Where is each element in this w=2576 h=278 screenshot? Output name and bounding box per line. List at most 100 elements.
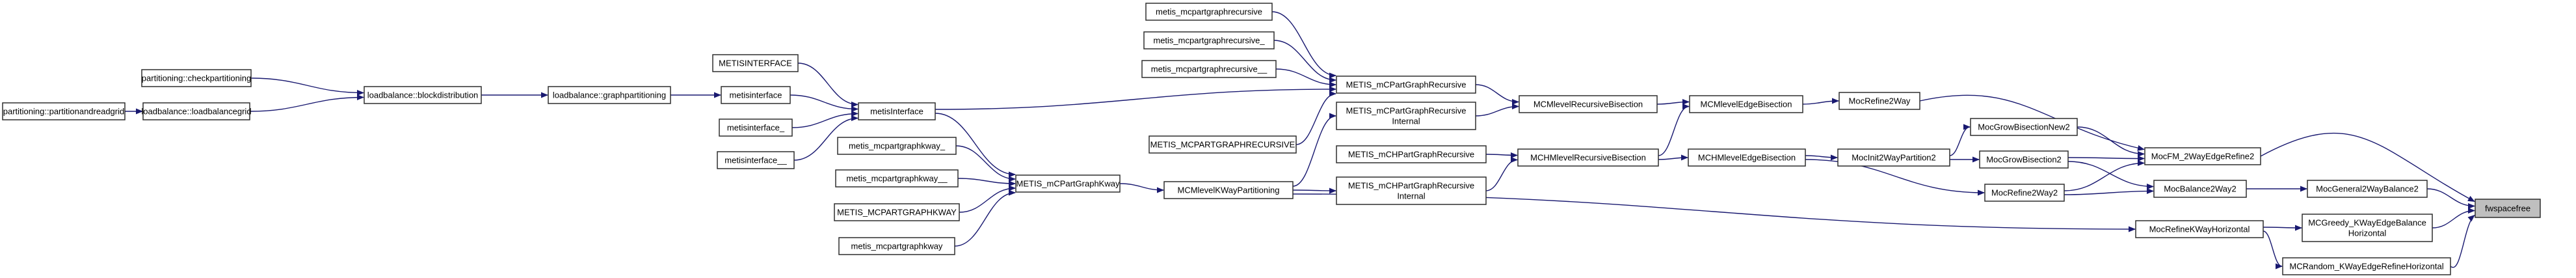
node-label-line: metis_mcpartgraphkway: [851, 242, 943, 251]
node-box-MocGrowBisectionNew2[interactable]: [1970, 118, 2078, 136]
graph-node-MocGeneral2WayBalance2[interactable]: MocGeneral2WayBalance2: [2307, 180, 2428, 198]
graph-node-kway[interactable]: metis_mcpartgraphkway: [838, 237, 955, 255]
node-box-rec_[interactable]: [1143, 31, 1275, 49]
node-box-partitionandreadgrid[interactable]: [2, 102, 126, 120]
graph-node-metisInterface[interactable]: metisInterface: [858, 102, 936, 120]
graph-node-MocFM_2WayEdgeRefine2[interactable]: MocFM_2WayEdgeRefine2: [2144, 147, 2261, 165]
node-box-MocRefine2Way[interactable]: [1839, 92, 1920, 110]
node-box-kway_[interactable]: [837, 137, 957, 155]
graph-node-MCMlevelRecursiveBisection[interactable]: MCMlevelRecursiveBisection: [1519, 95, 1658, 113]
graph-node-metisinterface[interactable]: metisinterface: [721, 86, 791, 104]
node-box-MCRandom[interactable]: [2282, 257, 2451, 275]
node-box-rec[interactable]: [1145, 3, 1273, 21]
graph-node-rec__[interactable]: metis_mcpartgraphrecursive__: [1141, 60, 1277, 78]
node-label-MocGrowBisection2: MocGrowBisection2: [1986, 155, 2062, 165]
node-box-MocBalance2Way2[interactable]: [2153, 180, 2247, 198]
node-box-METISINTERFACE[interactable]: [712, 54, 799, 72]
highlighted-node-box-fwspacefree[interactable]: [2475, 199, 2541, 218]
node-box-mCHPartGraphRecursiveInt[interactable]: [1336, 176, 1487, 205]
node-box-MCGreedy[interactable]: [2302, 214, 2433, 242]
node-box-MocInit2WayPartition2[interactable]: [1837, 148, 1950, 167]
graph-node-checkpartitioning[interactable]: partitioning::checkpartitioning: [141, 69, 252, 87]
node-label-line: METIS_mCHPartGraphRecursive: [1348, 181, 1474, 191]
graph-node-graphpartitioning[interactable]: loadbalance::graphpartitioning: [548, 86, 671, 104]
graph-node-KWAY[interactable]: METIS_MCPARTGRAPHKWAY: [834, 203, 960, 221]
node-box-checkpartitioning[interactable]: [141, 69, 252, 87]
node-label-line: MCGreedy_KWayEdgeBalance: [2308, 218, 2426, 228]
graph-node-MCMlevelKWayPartitioning[interactable]: MCMlevelKWayPartitioning: [1163, 181, 1294, 199]
node-box-metisinterface_[interactable]: [719, 118, 793, 137]
node-label-MocRefine2Way2: MocRefine2Way2: [1991, 188, 2058, 198]
graph-node-metisinterface__[interactable]: metisinterface__: [717, 151, 795, 169]
graph-node-kway_[interactable]: metis_mcpartgraphkway_: [837, 137, 957, 155]
graph-node-MocGrowBisection2[interactable]: MocGrowBisection2: [1979, 150, 2069, 169]
node-box-MCMlevelRecursiveBisection[interactable]: [1519, 95, 1658, 113]
node-box-MCMlevelEdgeBisection[interactable]: [1689, 95, 1803, 113]
graph-node-rec[interactable]: metis_mcpartgraphrecursive: [1145, 3, 1273, 21]
node-box-MCHMlevelEdgeBisection[interactable]: [1688, 148, 1806, 167]
node-box-RECURSIVE[interactable]: [1149, 135, 1297, 154]
graph-node-MocBalance2Way2[interactable]: MocBalance2Way2: [2153, 180, 2247, 198]
call-edge-KWAY-to-mCPartGraphKway: [959, 185, 1016, 213]
call-edge-MocRefine2Way2-to-MocFM_2WayEdgeRefine2: [2064, 160, 2145, 191]
node-box-rec__[interactable]: [1141, 60, 1277, 78]
graph-node-RECURSIVE[interactable]: METIS_MCPARTGRAPHRECURSIVE: [1149, 135, 1297, 154]
graph-node-kway__[interactable]: metis_mcpartgraphkway__: [835, 169, 959, 188]
node-box-kway__[interactable]: [835, 169, 959, 188]
graph-node-MocRefine2Way2[interactable]: MocRefine2Way2: [1984, 184, 2065, 202]
node-box-mCPartGraphRecursive[interactable]: [1336, 76, 1476, 94]
graph-node-partitionandreadgrid[interactable]: partitioning::partitionandreadgrid: [2, 102, 126, 120]
graph-node-metisinterface_[interactable]: metisinterface_: [719, 118, 793, 137]
node-box-mCPartGraphKway[interactable]: [1015, 174, 1121, 193]
graph-node-MocRefine2Way[interactable]: MocRefine2Way: [1839, 92, 1920, 110]
graph-node-MocRefineKWayHorizontal[interactable]: MocRefineKWayHorizontal: [2135, 220, 2264, 238]
node-box-MocRefineKWayHorizontal[interactable]: [2135, 220, 2264, 238]
graph-node-mCPartGraphRecursive[interactable]: METIS_mCPartGraphRecursive: [1336, 76, 1476, 94]
graph-node-rec_[interactable]: metis_mcpartgraphrecursive_: [1143, 31, 1275, 49]
call-edge-kway-to-mCPartGraphKway: [954, 189, 1016, 247]
graph-node-mCPartGraphKway[interactable]: METIS_mCPartGraphKway: [1015, 174, 1121, 193]
node-box-MocGeneral2WayBalance2[interactable]: [2307, 180, 2428, 198]
graph-node-MCRandom[interactable]: MCRandom_KWayEdgeRefineHorizontal: [2282, 257, 2451, 275]
node-label-line: METIS_mCPartGraphKway: [1016, 179, 1120, 189]
node-label-line: MCMlevelKWayPartitioning: [1177, 186, 1279, 195]
node-box-metisInterface[interactable]: [858, 102, 936, 120]
node-box-MocRefine2Way2[interactable]: [1984, 184, 2065, 202]
node-box-kway[interactable]: [838, 237, 955, 255]
node-box-metisinterface[interactable]: [721, 86, 791, 104]
node-box-metisinterface__[interactable]: [717, 151, 795, 169]
node-label-MocRefineKWayHorizontal: MocRefineKWayHorizontal: [2149, 225, 2250, 234]
graph-node-MCHMlevelEdgeBisection[interactable]: MCHMlevelEdgeBisection: [1688, 148, 1806, 167]
call-edge-MocFM_2WayEdgeRefine2-to-fwspacefree: [2260, 132, 2475, 202]
graph-node-loadbalancegrid[interactable]: loadbalance::loadbalancegrid: [141, 102, 252, 120]
node-box-MCMlevelKWayPartitioning[interactable]: [1163, 181, 1294, 199]
graph-node-MocInit2WayPartition2[interactable]: MocInit2WayPartition2: [1837, 148, 1950, 167]
node-box-MocFM_2WayEdgeRefine2[interactable]: [2144, 147, 2261, 165]
graph-node-MCHMlevelRecursiveBisection[interactable]: MCHMlevelRecursiveBisection: [1517, 148, 1659, 167]
node-box-blockdistribution[interactable]: [364, 86, 482, 104]
graph-node-mCHPartGraphRecursive[interactable]: METIS_mCHPartGraphRecursive: [1336, 145, 1487, 163]
node-box-graphpartitioning[interactable]: [548, 86, 671, 104]
node-label-line: MocRefine2Way2: [1991, 188, 2058, 198]
node-label-line: METIS_mCHPartGraphRecursive: [1348, 150, 1474, 160]
node-box-loadbalancegrid[interactable]: [142, 102, 250, 120]
graph-node-fwspacefree[interactable]: fwspacefree: [2475, 199, 2541, 218]
graph-node-blockdistribution[interactable]: loadbalance::blockdistribution: [364, 86, 482, 104]
node-label-line: MCHMlevelEdgeBisection: [1698, 153, 1796, 163]
node-box-mCPartGraphRecursiveInt[interactable]: [1336, 102, 1476, 130]
graph-node-METISINTERFACE[interactable]: METISINTERFACE: [712, 54, 799, 72]
graph-node-MCMlevelEdgeBisection[interactable]: MCMlevelEdgeBisection: [1689, 95, 1803, 113]
node-box-MCHMlevelRecursiveBisection[interactable]: [1517, 148, 1659, 167]
call-edge-mCPartGraphKway-to-MCMlevelKWayPartitioning: [1119, 183, 1164, 193]
node-box-MocGrowBisection2[interactable]: [1979, 150, 2069, 169]
node-box-mCHPartGraphRecursive[interactable]: [1336, 145, 1487, 163]
node-box-KWAY[interactable]: [834, 203, 960, 221]
node-label-line: loadbalance::blockdistribution: [367, 90, 479, 100]
node-label-MCHMlevelEdgeBisection: MCHMlevelEdgeBisection: [1698, 153, 1796, 163]
node-label-line: METIS_MCPARTGRAPHKWAY: [837, 208, 957, 217]
graph-node-MocGrowBisectionNew2[interactable]: MocGrowBisectionNew2: [1970, 118, 2078, 136]
node-label-line: Horizontal: [2348, 229, 2387, 238]
